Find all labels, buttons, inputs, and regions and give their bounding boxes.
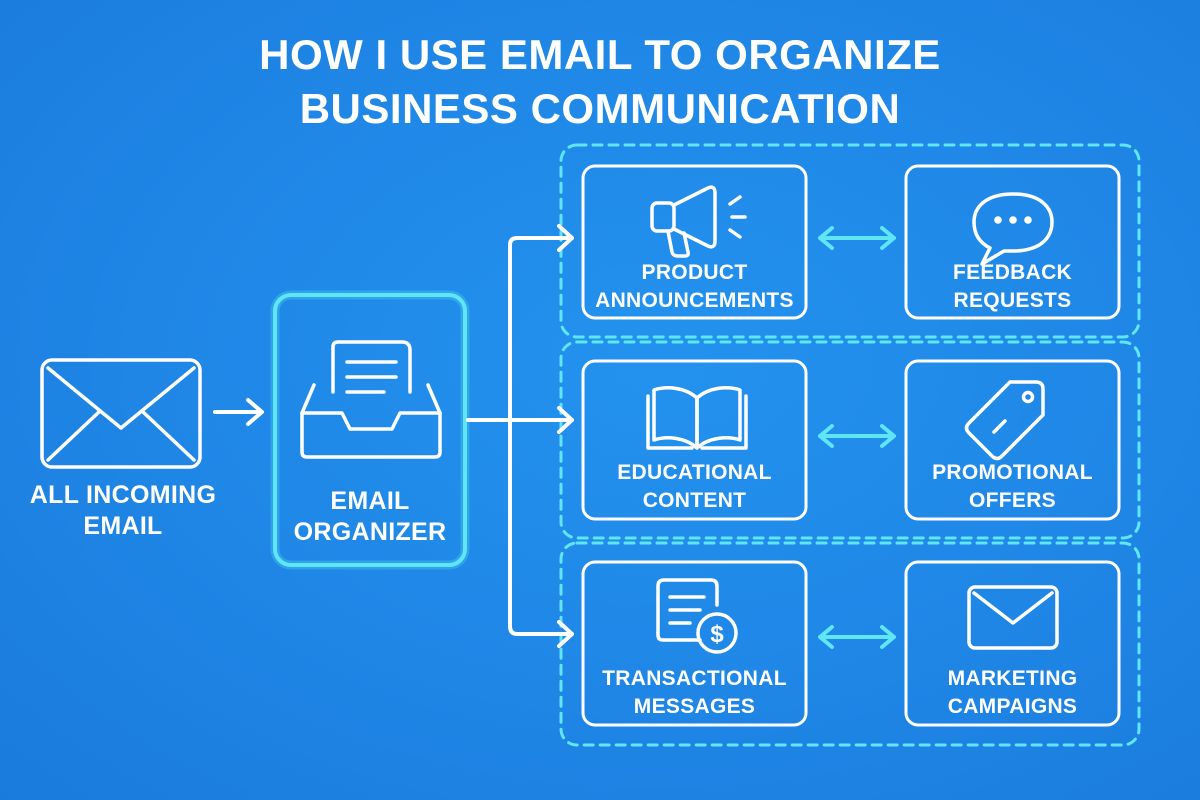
- megaphone-icon: [650, 185, 747, 258]
- flow-arrows: [213, 224, 574, 648]
- box-product-announcements: [581, 164, 808, 320]
- source-label-line-2: EMAIL: [83, 512, 163, 540]
- label-feedback-requests: FEEDBACK REQUESTS: [906, 259, 1119, 315]
- category-label-line-1: FEEDBACK: [952, 261, 1073, 284]
- envelope-icon: [40, 358, 202, 469]
- box-promotional-offers: [904, 359, 1121, 521]
- category-label-line-1: TRANSACTIONAL: [602, 667, 787, 690]
- organizer-box: [270, 290, 470, 570]
- label-product-announcements: PRODUCT ANNOUNCEMENTS: [583, 259, 806, 315]
- category-group-frames: [559, 143, 1141, 747]
- category-boxes: [581, 164, 1121, 727]
- label-educational-content: EDUCATIONAL CONTENT: [583, 459, 806, 515]
- group-frame-row-3: [559, 541, 1141, 747]
- label-promotional-offers: PROMOTIONAL OFFERS: [906, 459, 1119, 515]
- double-arrow-row-2: [818, 424, 896, 448]
- source-label: ALL INCOMING EMAIL: [10, 480, 236, 542]
- organizer-label: EMAIL ORGANIZER: [275, 486, 465, 548]
- bidirectional-arrows: [818, 226, 896, 649]
- chat-bubble-icon: [972, 192, 1054, 266]
- arrow-head-top: [557, 224, 574, 252]
- source-label-line-1: ALL INCOMING: [29, 481, 217, 509]
- title-line-1: HOW I USE EMAIL TO ORGANIZE: [259, 31, 941, 78]
- category-label-line-1: PROMOTIONAL: [932, 461, 1093, 484]
- arrow-head-bottom: [557, 620, 574, 648]
- category-label-line-1: MARKETING: [947, 667, 1078, 690]
- label-transactional-messages: TRANSACTIONAL MESSAGES: [583, 665, 806, 721]
- price-tag-icon: [964, 380, 1045, 461]
- double-arrow-row-1: [818, 226, 896, 250]
- group-frame-row-2: [559, 340, 1141, 540]
- category-label-line-2: OFFERS: [969, 489, 1056, 512]
- category-label-line-1: PRODUCT: [641, 261, 748, 284]
- invoice-dollar-icon: [656, 578, 738, 654]
- title-line-2: BUSINESS COMMUNICATION: [299, 85, 901, 132]
- chat-dots: [994, 216, 1032, 224]
- label-marketing-campaigns: MARKETING CAMPAIGNS: [906, 665, 1119, 721]
- organizer-label-line-2: ORGANIZER: [293, 518, 447, 546]
- category-label-line-2: REQUESTS: [953, 289, 1072, 312]
- category-label-line-2: CONTENT: [642, 489, 747, 512]
- organizer-label-line-1: EMAIL: [330, 487, 410, 515]
- box-marketing-campaigns: [904, 560, 1121, 727]
- arrow-head-middle: [557, 406, 574, 434]
- category-label-line-2: MESSAGES: [633, 695, 756, 718]
- diagram-title: HOW I USE EMAIL TO ORGANIZE BUSINESS COM…: [0, 28, 1200, 136]
- category-label-line-2: ANNOUNCEMENTS: [595, 289, 794, 312]
- open-book-icon: [646, 386, 748, 450]
- inbox-tray-icon: [300, 340, 442, 459]
- arrow-source-to-organizer: [213, 398, 264, 426]
- box-transactional-messages: [581, 560, 808, 727]
- category-label-line-1: EDUCATIONAL: [617, 461, 772, 484]
- category-label-line-2: CAMPAIGNS: [947, 695, 1078, 718]
- marketing-envelope-icon: [967, 585, 1059, 650]
- branch-trunk: [466, 236, 574, 636]
- box-educational-content: [581, 359, 808, 521]
- double-arrow-row-3: [818, 625, 896, 649]
- box-feedback-requests: [904, 164, 1121, 320]
- dollar-sign-glyph: $: [710, 621, 724, 648]
- group-frame-row-1: [559, 143, 1141, 339]
